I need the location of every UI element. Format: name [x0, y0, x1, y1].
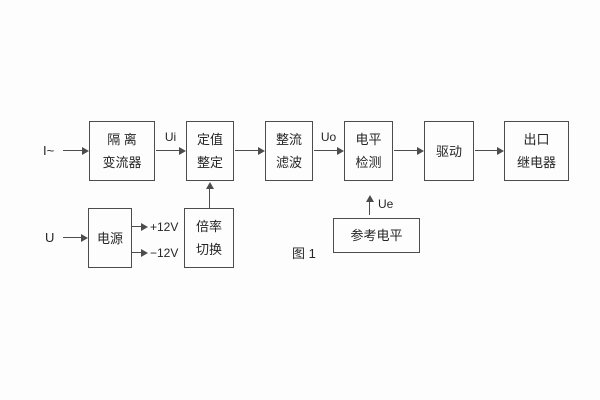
block-ratio-switch: 倍率 切换 — [184, 208, 234, 268]
block-power-supply: 电源 — [88, 208, 132, 268]
block-label: 变流器 — [102, 155, 142, 170]
block-label: 倍率 — [195, 219, 222, 234]
arrow-reference-ue — [365, 195, 374, 215]
arrow-input-to-isolation — [63, 146, 89, 155]
figure-caption: 图 1 — [292, 246, 316, 261]
signal-ui: Ui — [164, 130, 177, 144]
arrow-rectifier-to-level — [314, 146, 344, 155]
block-label: 整定 — [196, 155, 223, 170]
arrow-power-minus12v — [132, 248, 148, 257]
signal-plus-12v: +12V — [150, 220, 179, 234]
signal-input-voltage: U — [45, 230, 55, 245]
arrow-power-plus12v — [132, 222, 148, 231]
block-label: 出口 — [523, 132, 550, 147]
arrow-ratio-to-setpoint — [205, 182, 214, 208]
arrow-level-to-driver — [394, 146, 424, 155]
block-isolation-transformer: 隔 离 变流器 — [89, 121, 155, 181]
block-label: 滤波 — [275, 155, 302, 170]
block-label: 参考电平 — [350, 228, 403, 243]
block-rectifier-filter: 整流 滤波 — [265, 121, 313, 181]
block-label: 继电器 — [516, 155, 556, 170]
arrow-isolation-to-setpoint — [156, 146, 186, 155]
signal-ue: Ue — [378, 197, 394, 211]
block-driver: 驱动 — [424, 121, 474, 181]
signal-minus-12v: −12V — [150, 246, 179, 260]
block-label: 定值 — [196, 132, 223, 147]
block-reference-level: 参考电平 — [333, 218, 420, 253]
block-setpoint-setting: 定值 整定 — [186, 121, 234, 181]
arrow-setpoint-to-rectifier — [235, 146, 265, 155]
block-label: 切换 — [195, 242, 222, 257]
block-label: 检测 — [355, 155, 382, 170]
block-label: 整流 — [275, 132, 302, 147]
block-label: 电平 — [355, 132, 382, 147]
signal-input-current: I~ — [43, 143, 55, 158]
block-label: 电源 — [96, 230, 123, 246]
block-level-detector: 电平 检测 — [344, 121, 393, 181]
block-label: 隔 离 — [107, 132, 137, 147]
arrow-input-to-power — [63, 233, 88, 242]
block-output-relay: 出口 继电器 — [504, 121, 569, 181]
signal-uo: Uo — [320, 130, 337, 144]
arrow-driver-to-relay — [475, 146, 504, 155]
block-label: 驱动 — [435, 143, 462, 159]
